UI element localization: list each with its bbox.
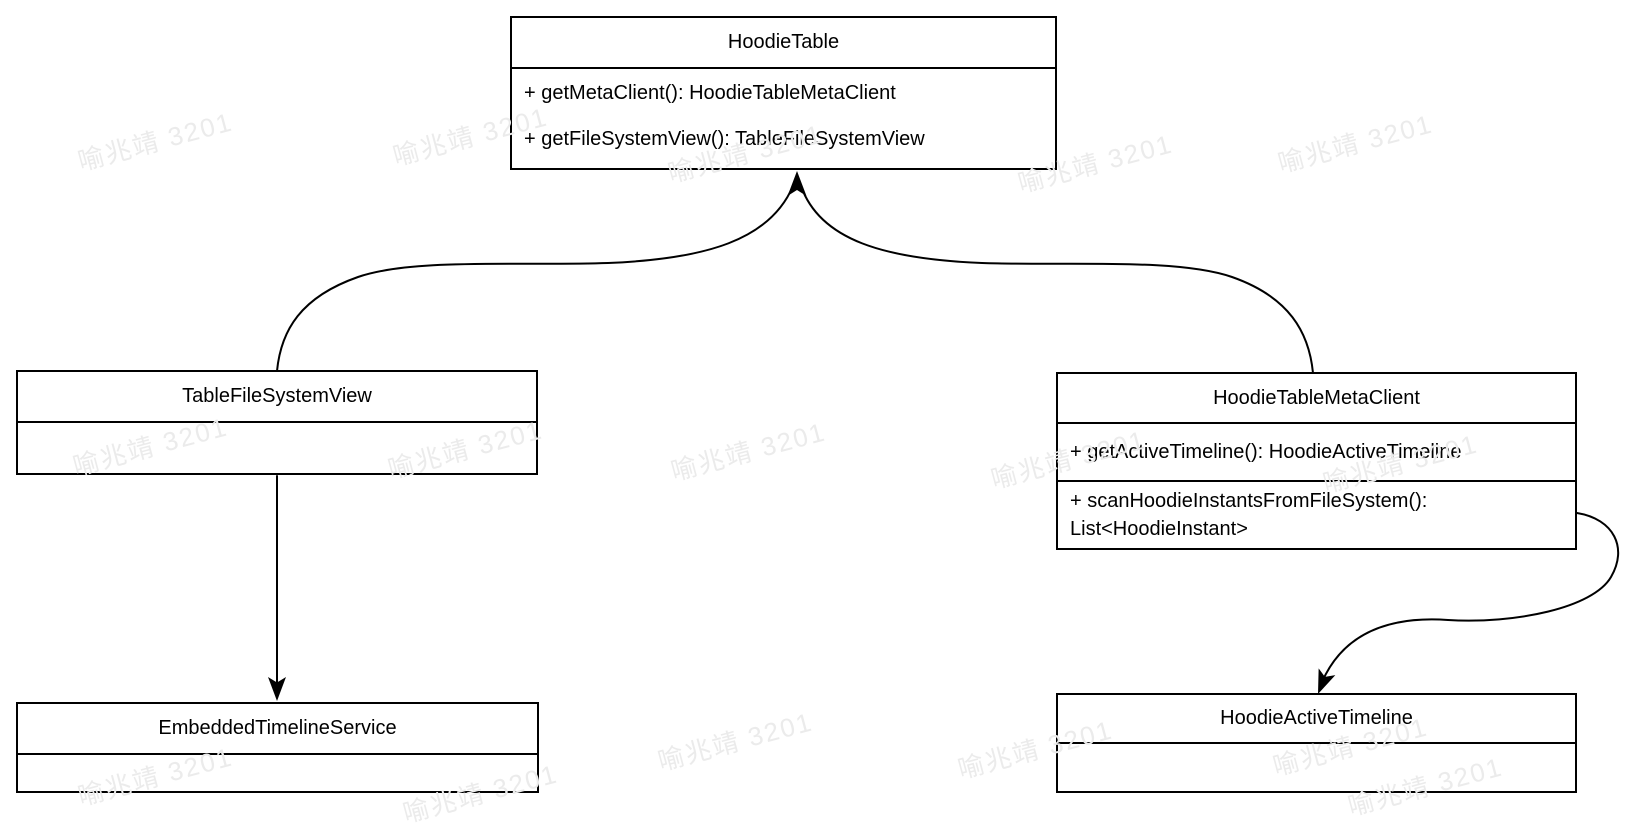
class-empty-compartment: [18, 755, 537, 771]
method-getmetaclient: + getMetaClient(): HoodieTableMetaClient: [524, 82, 896, 104]
class-empty-compartment: [18, 423, 536, 439]
method-getactivetimeline: + getActiveTimeline(): HoodieActiveTimel…: [1058, 424, 1575, 482]
edge-tablefilesystemview-to-hoodietable: [276, 185, 794, 372]
edge-hoodietablemetaclient-to-hoodietable: [800, 185, 1314, 374]
method-getfilesystemview: + getFileSystemView(): TableFileSystemVi…: [524, 128, 925, 150]
class-hoodieactivetimeline: HoodieActiveTimeline: [1056, 693, 1577, 793]
watermark-text: 喻兆靖 3201: [1274, 108, 1437, 179]
class-title: HoodieTable: [512, 18, 1055, 69]
watermark-text: 喻兆靖 3201: [667, 416, 830, 487]
class-title: HoodieActiveTimeline: [1058, 695, 1575, 744]
class-embeddedtimelineservice: EmbeddedTimelineService: [16, 702, 539, 793]
class-hoodietablemetaclient: HoodieTableMetaClient + getActiveTimelin…: [1056, 372, 1577, 550]
uml-class-diagram: HoodieTable + getMetaClient(): HoodieTab…: [16, 16, 1620, 829]
class-title: TableFileSystemView: [18, 372, 536, 423]
class-title: EmbeddedTimelineService: [18, 704, 537, 755]
class-title: HoodieTableMetaClient: [1058, 374, 1575, 424]
watermark-text: 喻兆靖 3201: [654, 706, 817, 777]
arrowhead-to-embeddedtimelineservice: [268, 677, 286, 701]
class-empty-compartment: [1058, 744, 1575, 760]
watermark-text: 喻兆靖 3201: [74, 106, 237, 177]
method-scanhoodieinstantsfromfilesystem: + scanHoodieInstantsFromFileSystem(): Li…: [1070, 490, 1428, 540]
class-tablefilesystemview: TableFileSystemView: [16, 370, 538, 475]
arrowhead-to-hoodietable: [787, 171, 807, 196]
class-hoodietable: HoodieTable + getMetaClient(): HoodieTab…: [510, 16, 1057, 170]
class-methods: + getMetaClient(): HoodieTableMetaClient…: [512, 69, 1055, 163]
